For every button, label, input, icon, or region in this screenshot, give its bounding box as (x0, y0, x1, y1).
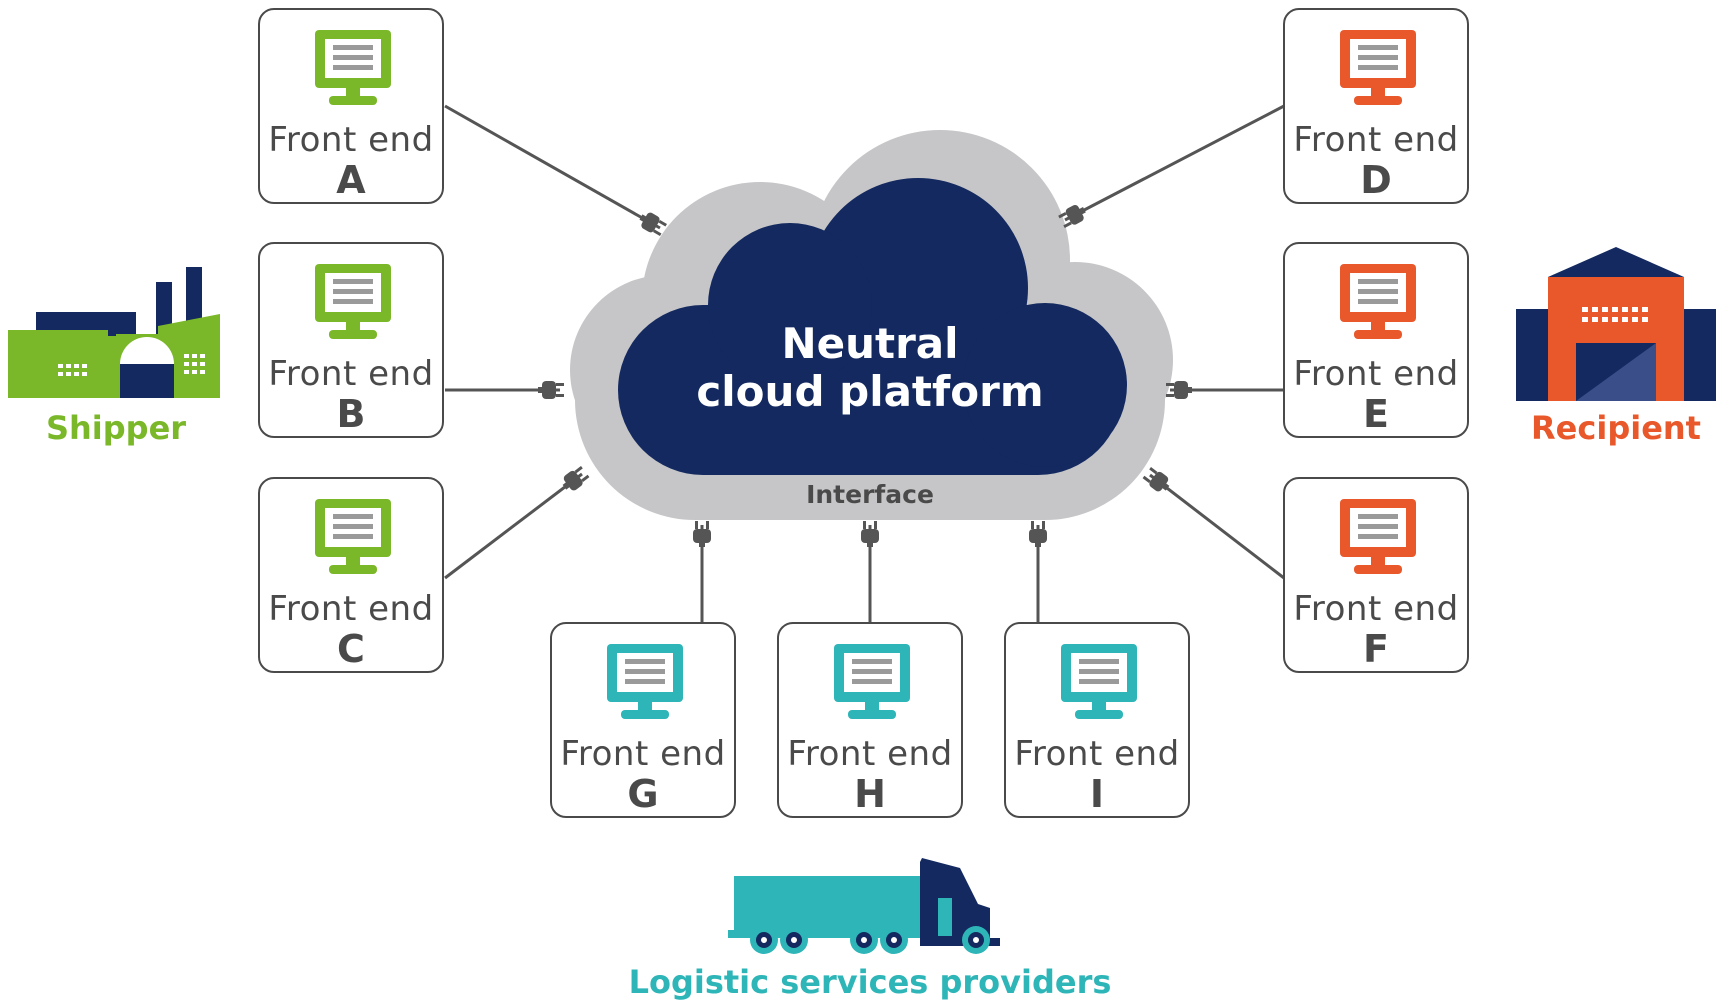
plug-icon-f (1142, 467, 1170, 492)
connector-f (1149, 473, 1285, 580)
monitor-icon (1340, 264, 1416, 339)
front-end-label: Front end (268, 120, 434, 160)
front-end-letter: B (336, 392, 366, 436)
connector-c (444, 472, 583, 580)
interface-label: Interface (806, 480, 934, 509)
front-end-label: Front end (560, 734, 726, 774)
monitor-icon (834, 644, 910, 719)
front-end-g: Front end G (550, 622, 736, 818)
front-end-letter: H (854, 772, 886, 816)
monitor-icon (1340, 30, 1416, 105)
front-end-label: Front end (787, 734, 953, 774)
front-end-i: Front end I (1004, 622, 1190, 818)
front-end-e: Front end E (1283, 242, 1469, 438)
front-end-letter: C (337, 627, 365, 671)
monitor-icon (315, 30, 391, 105)
front-end-letter: F (1363, 627, 1389, 671)
front-end-letter: D (1360, 158, 1392, 202)
plug-icon-h (861, 521, 879, 547)
cloud-title-line1: Neutral (781, 319, 959, 368)
front-end-letter: A (336, 158, 366, 202)
plug-icon-i (1029, 521, 1047, 547)
front-end-d: Front end D (1283, 8, 1469, 204)
truck-icon (728, 858, 1000, 954)
recipient-label: Recipient (1531, 409, 1701, 447)
monitor-icon (315, 499, 391, 574)
front-end-b: Front end B (258, 242, 444, 438)
plug-icon-c (562, 466, 590, 491)
front-end-c: Front end C (258, 477, 444, 673)
shipper-label: Shipper (45, 409, 187, 447)
plug-icon-g (693, 521, 711, 547)
front-end-letter: I (1089, 772, 1105, 816)
front-end-h: Front end H (777, 622, 963, 818)
front-end-letter: G (627, 772, 659, 816)
monitor-icon (1340, 499, 1416, 574)
plug-icon-e (1166, 381, 1192, 399)
cloud-body (618, 178, 1127, 475)
plug-icons (538, 205, 1192, 547)
front-end-label: Front end (268, 589, 434, 629)
logistics-label: Logistic services providers (628, 963, 1112, 1001)
plug-icon-d (1058, 205, 1086, 229)
front-end-label: Front end (1293, 120, 1459, 160)
warehouse-icon (1516, 247, 1716, 401)
front-end-letter: E (1363, 392, 1389, 436)
connector-lines (444, 104, 1285, 622)
front-end-a: Front end A (258, 8, 444, 204)
front-end-label: Front end (1293, 354, 1459, 394)
monitor-icon (1061, 644, 1137, 719)
front-end-f: Front end F (1283, 477, 1469, 673)
front-end-label: Front end (268, 354, 434, 394)
monitor-icon (607, 644, 683, 719)
connector-a (444, 104, 661, 230)
plug-icon-b (538, 381, 564, 399)
monitor-icon (315, 264, 391, 339)
factory-icon (8, 267, 220, 398)
connector-d (1064, 104, 1285, 222)
front-end-label: Front end (1014, 734, 1180, 774)
front-end-label: Front end (1293, 589, 1459, 629)
cloud-title-line2: cloud platform (696, 367, 1044, 416)
plug-icon-a (639, 212, 667, 237)
